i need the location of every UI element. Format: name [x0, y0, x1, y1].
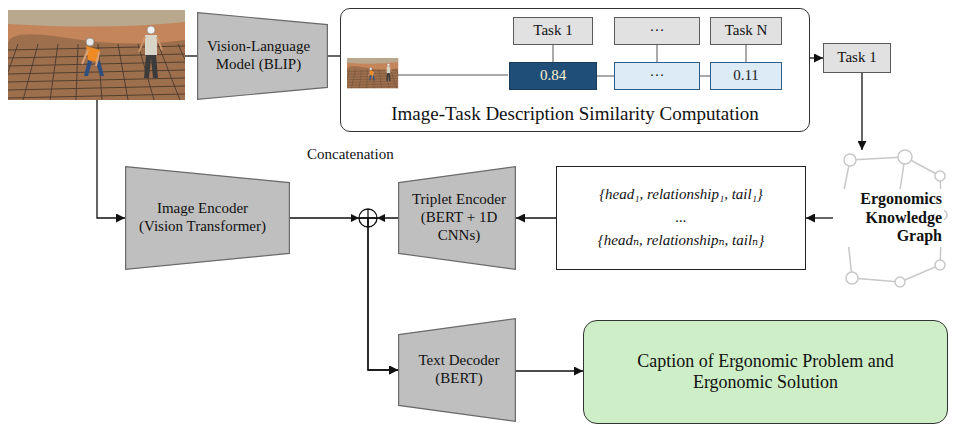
- score-box: 0.11: [710, 62, 782, 90]
- node-text: Ergonomics Knowledge Graph: [836, 189, 944, 248]
- node-text: Caption of Ergonomic Problem and Ergonom…: [614, 351, 917, 393]
- node-content: Triplet Encoder (BERT + 1D CNNs): [398, 166, 516, 270]
- score-box: ···: [614, 62, 700, 90]
- node-content: Text Decoder (BERT): [398, 318, 516, 422]
- node-text: ···: [650, 22, 665, 40]
- graph-icon-node: [935, 171, 945, 181]
- node-content: Task 1: [824, 44, 890, 72]
- node-content: Ergonomics Knowledge Graph: [833, 150, 948, 286]
- node-text: {headₙ, relationshipₙ, tailₙ}: [598, 232, 764, 250]
- selected-task-box: Task 1: [823, 43, 891, 73]
- encoder-trapezoid: Image Encoder (Vision Transformer): [125, 166, 290, 270]
- connector-line: [553, 45, 554, 62]
- connector-arrow: [516, 217, 556, 218]
- annotation-label: Concatenation: [305, 146, 396, 163]
- connector-line: [700, 76, 710, 77]
- connector-line: [597, 76, 614, 77]
- model-trapezoid: Vision-Language Model (BLIP): [197, 12, 328, 100]
- task-box: Task N: [710, 17, 782, 45]
- output-box: Caption of Ergonomic Problem and Ergonom…: [583, 320, 948, 424]
- node-content: Task N: [711, 18, 781, 44]
- trapezoid-fill: [198, 13, 328, 100]
- connector-line: [657, 45, 658, 62]
- node-text: ...: [675, 209, 686, 227]
- node-content: {head₁, relationship₁, tail₁}... {headₙ, …: [557, 167, 805, 269]
- node-content: Image-Task Description Similarity Comput…: [347, 103, 803, 125]
- node-text: Vision-Language Model (BLIP): [203, 38, 314, 73]
- node-text: ···: [650, 67, 665, 85]
- node-content: ···: [615, 18, 699, 44]
- node-content: Caption of Ergonomic Problem and Ergonom…: [584, 321, 947, 423]
- node-text: Image Encoder (Vision Transformer): [133, 200, 272, 235]
- graph-icon-node: [846, 272, 858, 284]
- connector-line: [746, 45, 747, 62]
- connector-line: [328, 55, 340, 56]
- node-text: 0.84: [540, 67, 566, 85]
- trapezoid-fill: [399, 319, 516, 422]
- task-box: ···: [614, 17, 700, 45]
- node-text: {head₁, relationship₁, tail₁}: [599, 186, 763, 204]
- trapezoid-fill: [399, 167, 516, 270]
- trapezoid-fill: [126, 167, 290, 270]
- thumbnail-wire: [398, 75, 508, 76]
- node-text: Text Decoder (BERT): [407, 352, 511, 387]
- graph-icon-node: [935, 260, 945, 270]
- knowledge-graph: Ergonomics Knowledge Graph: [833, 150, 948, 286]
- connector-arrow: [516, 370, 583, 371]
- connector-arrow: [290, 218, 398, 370]
- node-content: Image Encoder (Vision Transformer): [125, 166, 290, 270]
- node-content: Vision-Language Model (BLIP): [197, 12, 328, 100]
- node-text: Task N: [725, 22, 768, 40]
- knowledge-graph-icon: [837, 150, 947, 287]
- connector-arrow: [810, 57, 823, 58]
- graph-icon-node: [898, 150, 912, 164]
- node-text: 0.11: [733, 67, 759, 85]
- connector-arrow: [806, 217, 833, 218]
- node-content: 0.11: [711, 63, 781, 89]
- task-box: Task 1: [513, 17, 593, 45]
- connector-arrow: [861, 73, 862, 150]
- node-text: Image-Task Description Similarity Comput…: [391, 103, 759, 125]
- decoder-trapezoid: Text Decoder (BERT): [398, 318, 516, 422]
- score-box: 0.84: [509, 62, 597, 90]
- node-content: 0.84: [510, 63, 596, 89]
- site-photo: [0, 10, 203, 100]
- node-text: Triplet Encoder (BERT + 1D CNNs): [407, 191, 511, 244]
- node-text: Task 1: [837, 49, 876, 67]
- node-content: ···: [615, 63, 699, 89]
- node-content: Task 1: [514, 18, 592, 44]
- site-photo-thumbnail: [344, 58, 403, 89]
- graph-icon-node: [895, 277, 905, 287]
- encoder-trapezoid: Triplet Encoder (BERT + 1D CNNs): [398, 166, 516, 270]
- node-text: Task 1: [533, 22, 572, 40]
- triplet-box: {head₁, relationship₁, tail₁}... {headₙ, …: [556, 166, 806, 270]
- input-wire: [185, 55, 197, 56]
- similarity-panel: Image-Task Description Similarity Comput…: [340, 8, 810, 132]
- connector-arrow: [368, 218, 398, 370]
- input-arrow: [97, 100, 125, 218]
- graph-icon-node: [844, 154, 856, 166]
